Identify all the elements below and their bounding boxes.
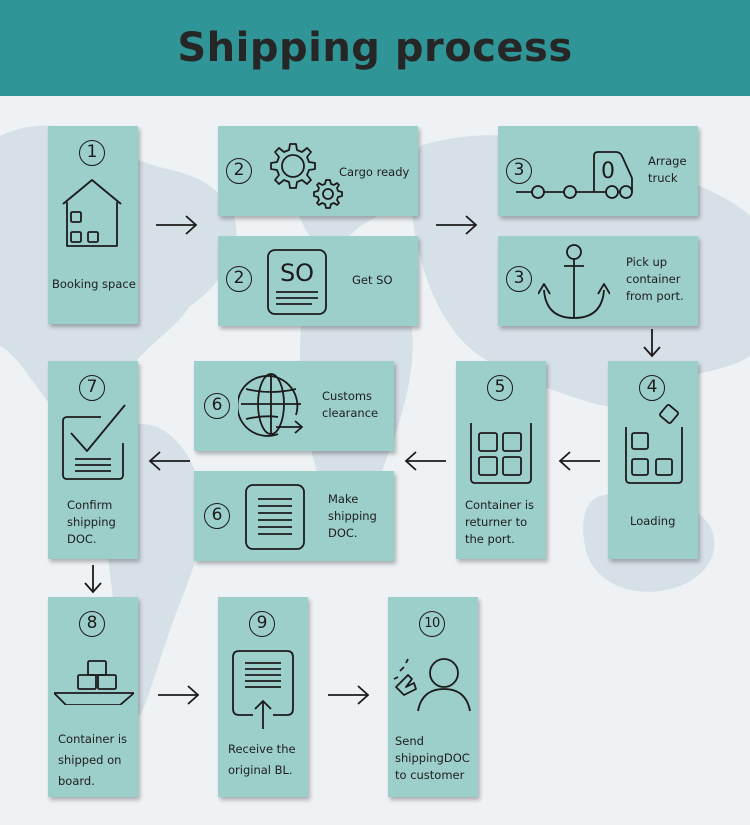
container-box-icon <box>625 404 683 484</box>
step-label: Send shippingDOC to customer <box>395 734 470 782</box>
step-number: 9 <box>249 611 275 637</box>
step-loading: 4 Loading <box>608 361 698 559</box>
step-get-so: 2 SO Get SO <box>218 236 418 326</box>
step-pick-up-container: 3 Pick up container from port. <box>498 236 698 326</box>
step-number: 5 <box>487 375 513 401</box>
ship-icon <box>54 660 134 705</box>
truck-icon: 0 <box>516 151 633 199</box>
step-confirm-shipping-doc: 7 Confirm shipping DOC. <box>48 361 138 559</box>
step-send-shipping-doc: 10 Send shippingDOC to customer <box>388 597 478 797</box>
arrow-right-1-2 <box>156 215 198 235</box>
arrow-right-2-3 <box>436 215 478 235</box>
step-label: Get SO <box>352 273 393 287</box>
step-container-returned: 5 Container is returner to the port. <box>456 361 546 559</box>
arrow-left-5-6 <box>404 451 446 471</box>
step-label: Arrage truck <box>648 154 687 185</box>
truck-wheel-text: 0 <box>601 159 615 184</box>
step-number: 3 <box>506 266 532 292</box>
arrow-down-3-4 <box>643 329 661 358</box>
step-number: 6 <box>204 503 230 529</box>
person-icon <box>393 658 471 712</box>
step-number: 6 <box>204 393 230 419</box>
step-number: 2 <box>226 266 252 292</box>
globe-icon <box>238 373 303 437</box>
step-label: Booking space <box>52 277 136 291</box>
gear-icon <box>270 143 343 209</box>
step-make-shipping-doc: 6 Make shipping DOC. <box>194 471 394 561</box>
arrow-down-7-8 <box>84 565 102 594</box>
so-text: SO <box>280 259 314 287</box>
step-receive-original-bl: 9 Receive the original BL. <box>218 597 308 797</box>
house-icon <box>62 179 122 247</box>
document-so-icon: SO <box>267 249 327 315</box>
anchor-icon <box>538 244 610 319</box>
step-booking-space: 1 Booking space <box>48 126 138 324</box>
arrow-right-8-9 <box>158 685 200 705</box>
step-shipped-on-board: 8 Container is shipped on board. <box>48 597 138 797</box>
step-arrange-truck: 3 0 Arrage truck <box>498 126 698 216</box>
arrow-left-6-7 <box>148 451 190 471</box>
step-label: Loading <box>630 514 676 528</box>
document-upload-icon <box>232 650 294 729</box>
step-label: Confirm shipping DOC. <box>67 498 116 546</box>
arrow-right-9-10 <box>328 685 370 705</box>
step-cargo-ready: 2 Cargo ready <box>218 126 418 216</box>
step-number: 3 <box>506 158 532 184</box>
arrow-left-4-5 <box>558 451 600 471</box>
page-title: Shipping process <box>177 25 573 71</box>
step-number: 4 <box>639 375 665 401</box>
container-grid-icon <box>470 423 532 484</box>
step-label: Cargo ready <box>339 165 410 179</box>
step-number: 2 <box>226 158 252 184</box>
header-banner: Shipping process <box>0 0 750 96</box>
step-label: Pick up container from port. <box>626 255 684 303</box>
document-lines-icon <box>245 484 305 550</box>
step-number: 8 <box>79 611 105 637</box>
step-number: 1 <box>79 140 105 166</box>
step-number: 7 <box>79 375 105 401</box>
checkmark-document-icon <box>62 404 126 480</box>
step-label: Container is shipped on board. <box>58 732 128 788</box>
step-number: 10 <box>419 611 445 637</box>
step-customs-clearance: 6 Customs clearance <box>194 361 394 451</box>
step-label: Customs clearance <box>322 389 379 420</box>
step-label: Make shipping DOC. <box>328 492 377 540</box>
step-label: Container is returner to the port. <box>465 498 535 546</box>
step-label: Receive the original BL. <box>228 742 296 777</box>
